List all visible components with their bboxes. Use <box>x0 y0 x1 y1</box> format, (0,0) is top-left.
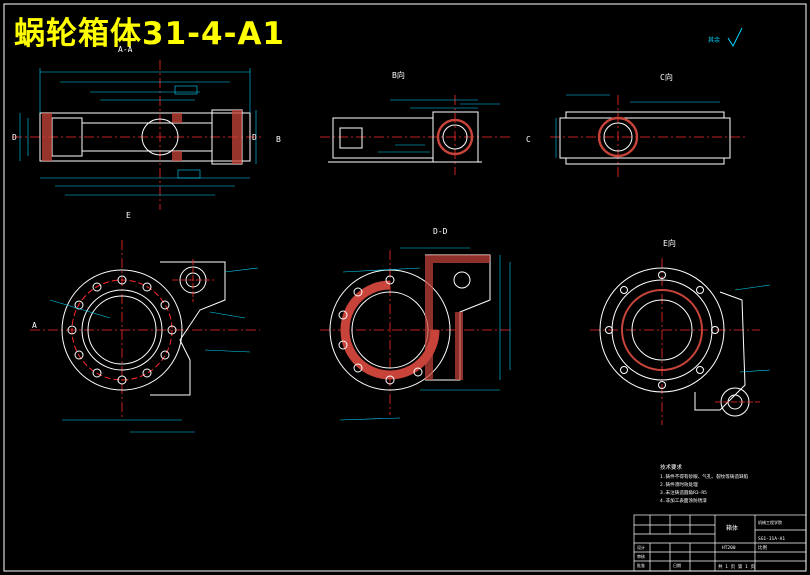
date-label: 日期 <box>673 562 681 568</box>
mark-b: B <box>276 135 281 144</box>
view-e: E向 <box>590 238 771 425</box>
mark-e: E <box>126 211 131 220</box>
view-e-label: E向 <box>663 238 676 248</box>
view-b: B向 C <box>320 70 531 175</box>
material: HT200 <box>722 545 736 551</box>
part-name: 箱体 <box>726 524 738 532</box>
view-aa-label: A-A <box>118 45 133 54</box>
view-c: C向 <box>550 72 745 178</box>
school-name: 机械工程学院 <box>758 519 782 525</box>
mark-a: A <box>32 321 37 330</box>
note-line: 1.铸件不得有砂眼、气孔、裂纹等铸造缺陷 <box>660 473 749 480</box>
view-dd-label: D-D <box>433 227 448 236</box>
drawing-title: 蜗轮箱体31-4-A1 <box>14 16 286 52</box>
scale-label: 比例 <box>758 544 767 551</box>
mark-d-right: D <box>252 133 257 142</box>
approver-label: 批准 <box>637 562 645 568</box>
drawing-number: SG1-31A-A1 <box>758 536 785 542</box>
mark-d-left: D <box>12 133 17 142</box>
checker-label: 审核 <box>637 553 645 559</box>
sheet-border <box>3 3 807 572</box>
notes-heading: 技术要求 <box>660 463 683 471</box>
mark-c: C <box>526 135 531 144</box>
view-dd: D-D <box>320 227 511 421</box>
view-b-label: B向 <box>392 70 405 80</box>
note-line: 2.铸件须时效处理 <box>660 481 698 488</box>
view-c-label: C向 <box>660 72 673 82</box>
view-front: A <box>30 240 260 433</box>
tech-notes: 技术要求 1.铸件不得有砂眼、气孔、裂纹等铸造缺陷 2.铸件须时效处理 3.未注… <box>660 463 749 504</box>
view-aa: A-A D D <box>12 45 281 220</box>
roughness-symbol <box>727 27 743 48</box>
note-line: 3.未注铸造圆角R3-R5 <box>660 489 707 496</box>
note-line: 4.非加工表面涂防锈漆 <box>660 497 707 504</box>
designer-label: 设计 <box>637 544 645 550</box>
roughness-note: 其余 <box>708 36 720 44</box>
title-block <box>633 514 807 572</box>
sheet-count: 共 1 页 第 1 页 <box>718 563 755 570</box>
